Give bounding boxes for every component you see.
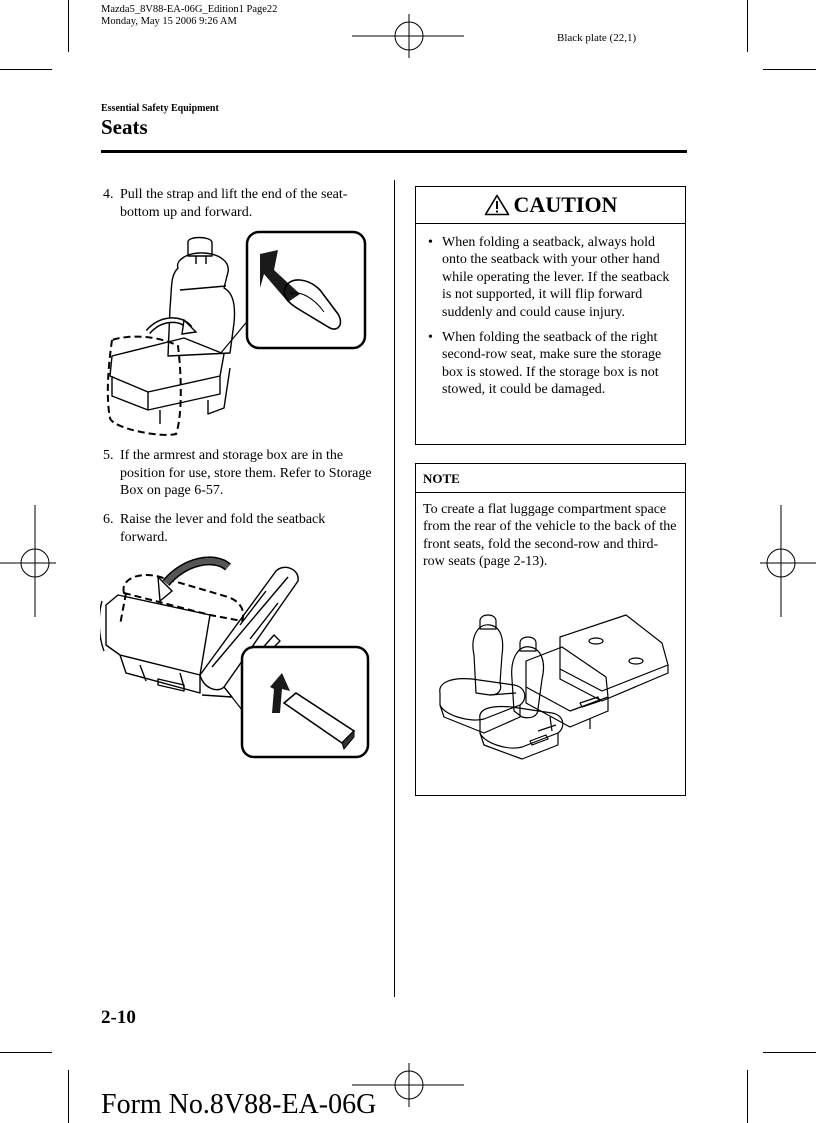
- registration-mark-left: [0, 505, 56, 617]
- crop-mark: [763, 69, 816, 70]
- step-text: If the armrest and storage box are in th…: [120, 448, 372, 498]
- print-info-line2: Monday, May 15 2006 9:26 AM: [101, 16, 237, 27]
- page-title: Seats: [101, 115, 148, 139]
- caution-item-text: When folding the seatback of the right s…: [442, 330, 662, 398]
- step-number: 4.: [103, 187, 114, 202]
- crop-mark: [68, 1070, 69, 1123]
- note-box: NOTE To create a flat luggage compartmen…: [415, 463, 686, 796]
- crop-mark: [747, 1070, 748, 1123]
- caution-item-text: When folding a seatback, always hold ont…: [442, 235, 670, 320]
- caution-list: • When folding a seatback, always hold o…: [416, 224, 685, 399]
- crop-mark: [68, 0, 69, 52]
- title-rule: [101, 150, 687, 153]
- section-label: Essential Safety Equipment: [101, 103, 219, 114]
- caution-box: CAUTION • When folding a seatback, alway…: [415, 186, 686, 445]
- page-number: 2-10: [101, 1007, 136, 1028]
- step-5: 5. If the armrest and storage box are in…: [103, 447, 373, 500]
- caution-header: CAUTION: [416, 187, 685, 224]
- step-number: 5.: [103, 448, 114, 463]
- registration-mark-bottom: [352, 1063, 464, 1107]
- black-plate-label: Black plate (22,1): [557, 32, 637, 44]
- print-info: Mazda5_8V88-EA-06G_Edition1 Page22 Monda…: [101, 4, 277, 28]
- crop-mark: [0, 1052, 52, 1053]
- note-header: NOTE: [416, 464, 685, 493]
- caution-item: • When folding the seatback of the right…: [428, 329, 677, 399]
- crop-mark: [747, 0, 748, 52]
- caution-item: • When folding a seatback, always hold o…: [428, 234, 677, 321]
- folded-seats-illustration: [439, 614, 669, 760]
- step-number: 6.: [103, 512, 114, 527]
- step-4: 4. Pull the strap and lift the end of th…: [103, 186, 373, 221]
- caution-title: CAUTION: [513, 192, 618, 217]
- registration-mark-right: [760, 505, 816, 617]
- form-number: Form No.8V88-EA-06G: [101, 1089, 377, 1120]
- column-divider: [394, 180, 395, 997]
- step-6: 6. Raise the lever and fold the seatback…: [103, 511, 373, 546]
- note-text: To create a flat luggage compartment spa…: [423, 502, 677, 570]
- seatback-fold-illustration: [100, 556, 370, 759]
- warning-triangle-icon: [484, 194, 509, 216]
- step-text: Raise the lever and fold the seatback fo…: [120, 512, 326, 545]
- registration-mark-top: [352, 14, 464, 58]
- step-text: Pull the strap and lift the end of the s…: [120, 187, 348, 220]
- crop-mark: [763, 1052, 816, 1053]
- crop-mark: [0, 69, 52, 70]
- bullet: •: [428, 235, 433, 250]
- bullet: •: [428, 330, 433, 346]
- seat-bottom-lift-illustration: [106, 230, 367, 436]
- print-info-line1: Mazda5_8V88-EA-06G_Edition1 Page22: [101, 4, 278, 15]
